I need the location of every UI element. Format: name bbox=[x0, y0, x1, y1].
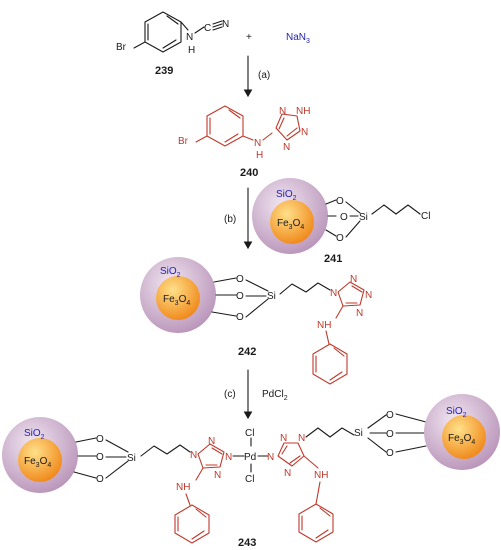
compound-label-241: 241 bbox=[324, 253, 342, 265]
palladium-center: Pd bbox=[244, 452, 256, 463]
functionalized-support-241: SiO2 Fe3O4 O O O Si Cl 241 bbox=[252, 178, 430, 265]
ring-n3-242: N bbox=[365, 290, 372, 301]
tetrazole-ring-242 bbox=[337, 281, 365, 307]
reactant-n-c-bond bbox=[194, 26, 205, 34]
linker-o-3-243-right: O bbox=[386, 448, 394, 459]
reactant-triple-bond-3 bbox=[212, 26, 223, 31]
palladium-chloride-reagent: PdCl2 bbox=[262, 389, 288, 402]
linker-o-2-243-left: O bbox=[96, 452, 104, 463]
linker-o-1-241: O bbox=[336, 196, 344, 207]
reactant-bromine: Br bbox=[116, 42, 127, 53]
compound-label-243: 243 bbox=[238, 537, 256, 549]
product-ring-n3: N bbox=[301, 127, 308, 138]
magnetite-core-243-left bbox=[18, 438, 62, 482]
silica-label-241: SiO2 bbox=[276, 189, 297, 202]
silicon-241: Si bbox=[359, 212, 368, 223]
ring-n2-242: N bbox=[350, 274, 357, 285]
linker-o-2-242: O bbox=[236, 291, 244, 302]
reactant-amine-h: H bbox=[188, 45, 195, 56]
compound-label-240: 240 bbox=[240, 167, 258, 179]
magnetite-core-243-right bbox=[442, 415, 486, 459]
grafted-catalyst-242: SiO2 Fe3O4 O O O Si N N N N NH 242 bbox=[140, 257, 372, 385]
silicon-242: Si bbox=[267, 291, 276, 302]
linker-o-2-241: O bbox=[340, 212, 348, 223]
nh-242: NH bbox=[317, 320, 331, 331]
linker-o-3-242: O bbox=[236, 312, 244, 323]
ring-n4-242: N bbox=[356, 308, 363, 319]
product-n-ring-bond bbox=[262, 132, 273, 141]
compound-label-242: 242 bbox=[238, 346, 256, 358]
ring-n1-242: N bbox=[330, 288, 337, 299]
product-benzene-ring bbox=[206, 105, 244, 147]
sodium-azide-reagent: NaN3 bbox=[286, 32, 310, 45]
reactant-triple-bond-1 bbox=[212, 20, 223, 25]
step-label-b: (b) bbox=[224, 214, 236, 225]
product-ring-nh: NH bbox=[296, 106, 310, 117]
ring-n2-243-left: N bbox=[208, 436, 215, 447]
reactant-cyano-c: C bbox=[204, 23, 211, 34]
linker-o-3-241: O bbox=[336, 233, 344, 244]
product-ring-n4: N bbox=[283, 142, 290, 153]
product-tetrazole-ring bbox=[275, 113, 301, 141]
product-ring-n1: N bbox=[279, 106, 286, 117]
compound-label-239: 239 bbox=[155, 65, 173, 77]
silicon-243-right: Si bbox=[354, 428, 363, 439]
tetrazole-product-240: Br N H N NH N N 240 bbox=[178, 105, 310, 179]
product-c-n-bond bbox=[242, 135, 254, 141]
silica-label-243-right: SiO2 bbox=[446, 406, 467, 419]
ring-n1-243-left: N bbox=[190, 450, 197, 461]
chloride-ligand-top: Cl bbox=[245, 428, 254, 439]
nh-243-left: NH bbox=[176, 482, 190, 493]
step-label-c: (c) bbox=[224, 389, 236, 400]
linker-o-1-242: O bbox=[236, 274, 244, 285]
ring-n3-243-left: N bbox=[225, 452, 232, 463]
ring-n1-243-right: N bbox=[298, 433, 305, 444]
magnetite-core-242 bbox=[156, 276, 200, 320]
propyl-chain-242 bbox=[279, 282, 331, 295]
chloride-241: Cl bbox=[421, 211, 430, 222]
reactant-triple-bond-2 bbox=[212, 23, 223, 28]
product-bromine: Br bbox=[178, 136, 189, 147]
magnetite-label-242: Fe3O4 bbox=[163, 294, 190, 307]
step-label-a: (a) bbox=[258, 70, 270, 81]
reactant-benzene-ring bbox=[144, 11, 182, 53]
linker-o-1-243-right: O bbox=[386, 410, 394, 421]
linker-o-2-243-right: O bbox=[386, 429, 394, 440]
linker-o-3-243-left: O bbox=[96, 474, 104, 485]
phenyl-ring-242 bbox=[312, 343, 348, 385]
ring-n4-243-right: N bbox=[284, 468, 291, 479]
silica-label-242: SiO2 bbox=[160, 266, 181, 279]
reactant-amine-n: N bbox=[186, 32, 193, 43]
product-c-br-bond bbox=[195, 135, 208, 143]
product-nh-n: N bbox=[254, 138, 261, 149]
silicon-243-left: Si bbox=[127, 453, 136, 464]
silica-label-243-left: SiO2 bbox=[24, 428, 45, 441]
magnetite-label-243-right: Fe3O4 bbox=[448, 433, 475, 446]
plus-sign: + bbox=[246, 32, 252, 43]
chloride-ligand-bottom: Cl bbox=[245, 474, 254, 485]
reactant-239: Br N H C N 239 bbox=[116, 11, 229, 77]
palladium-complex-243: SiO2 Fe3O4 O O O Si N N N N NH Pd Cl Cl bbox=[2, 394, 500, 549]
magnetite-label-241: Fe3O4 bbox=[277, 218, 304, 231]
ring-n4-243-left: N bbox=[214, 470, 221, 481]
product-nh-h: H bbox=[256, 150, 263, 161]
magnetite-label-243-left: Fe3O4 bbox=[24, 456, 51, 469]
reactant-c-n-bond bbox=[180, 21, 189, 31]
reactant-c-br-bond bbox=[133, 41, 146, 49]
nh-243-right: NH bbox=[314, 470, 328, 481]
ring-n2-243-right: N bbox=[280, 433, 287, 444]
propyl-chain-241 bbox=[371, 204, 421, 215]
reactant-cyano-n: N bbox=[222, 19, 229, 30]
linker-o-1-243-left: O bbox=[96, 434, 104, 445]
magnetite-core-241 bbox=[270, 200, 314, 244]
ring-n3-243-right: N bbox=[267, 452, 274, 463]
